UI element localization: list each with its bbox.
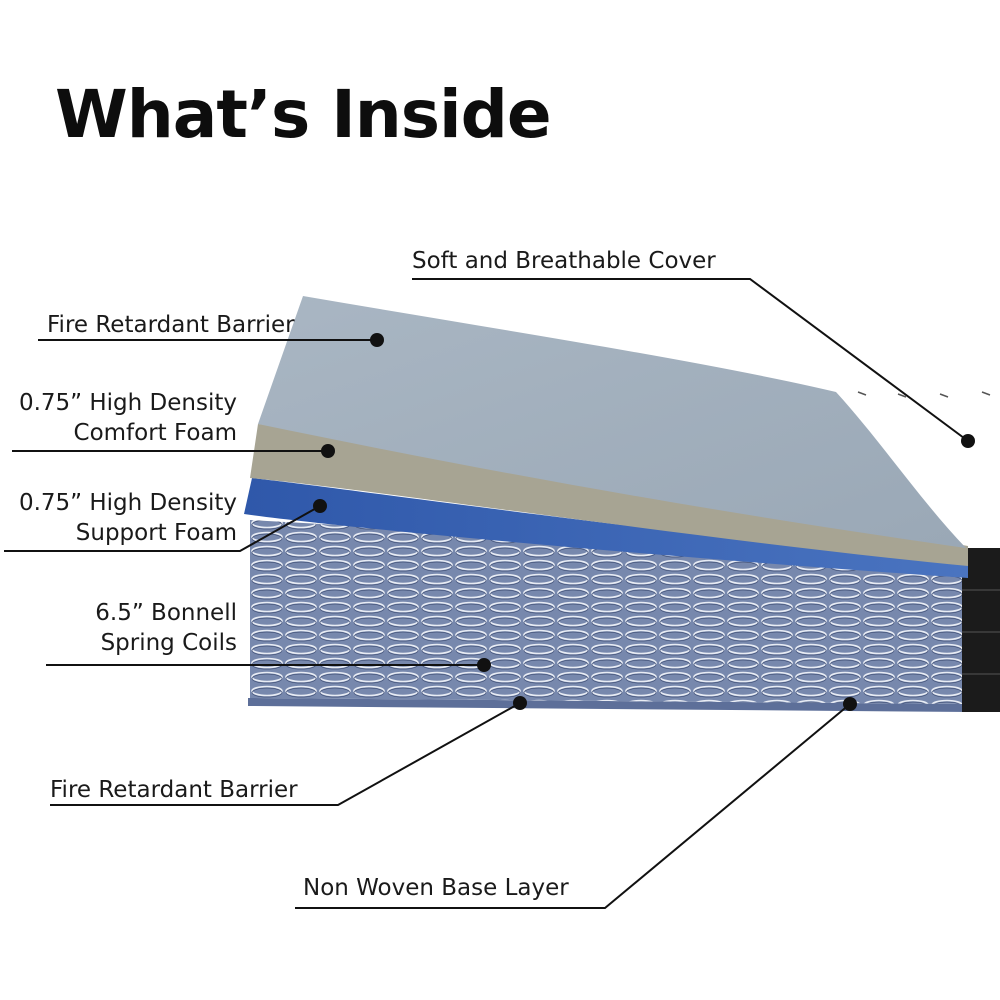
label-fire-barrier-top: Fire Retardant Barrier — [47, 312, 295, 338]
side-panel — [962, 548, 1000, 712]
label-fire-barrier-bottom: Fire Retardant Barrier — [50, 777, 298, 803]
leader-base-layer — [295, 703, 851, 909]
leader-support-foam — [4, 505, 321, 552]
label-support-foam: 0.75” High Density Support Foam — [19, 488, 237, 548]
fire-barrier-top-layer — [258, 296, 966, 548]
base-layer — [248, 698, 970, 712]
leader-lines — [4, 278, 969, 909]
leader-dots — [313, 333, 975, 711]
leader-cover — [412, 278, 969, 442]
page-title: What’s Inside — [55, 76, 552, 153]
support-foam-layer — [244, 478, 968, 578]
label-support-foam-line-2: Support Foam — [75, 520, 237, 546]
label-cover: Soft and Breathable Cover — [412, 248, 716, 274]
label-comfort-foam: 0.75” High Density Comfort Foam — [19, 388, 237, 448]
label-spring-coils-line-1: 6.5” Bonnell — [95, 600, 237, 626]
label-comfort-foam-line-1: 0.75” High Density — [18, 390, 237, 416]
comfort-foam-layer — [250, 424, 968, 566]
label-spring-coils-line-2: Spring Coils — [100, 630, 237, 656]
spring-coils — [250, 520, 970, 704]
label-base-layer: Non Woven Base Layer — [303, 875, 569, 901]
label-spring-coils: 6.5” Bonnell Spring Coils — [95, 598, 237, 658]
leader-fire-barrier-bottom — [50, 702, 521, 806]
label-comfort-foam-line-2: Comfort Foam — [73, 420, 237, 446]
label-support-foam-line-1: 0.75” High Density — [18, 490, 237, 516]
